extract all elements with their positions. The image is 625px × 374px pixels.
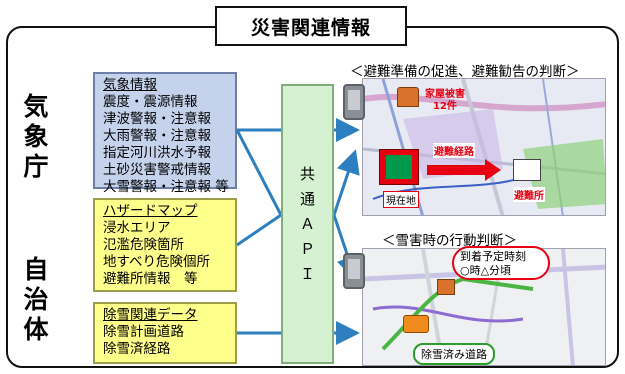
api-char: Ｐ [299, 239, 315, 258]
flow-arrow-icon [332, 149, 360, 216]
weather-info-box: 気象情報 震度・震源情報 津波警報・注意報 大雨警報・注意報 指定河川洪水予報 … [93, 72, 237, 195]
snow-removal-box: 除雪関連データ 除雪計画道路 除雪済経路 [93, 302, 237, 364]
box-item: 大雪警報・注意報 等 [103, 179, 229, 195]
api-char: 共 [299, 164, 315, 183]
box-item: 除雪済経路 [103, 341, 171, 357]
flow-arrow-icon [236, 213, 282, 247]
box-item: 除雪計画道路 [103, 324, 184, 340]
agency-jma-label: 気 象 庁 [20, 92, 52, 182]
map1-caption: ＜避難準備の促進、避難勧告の判断＞ [350, 64, 580, 80]
shelter-label: 避難所 [513, 187, 545, 202]
box-header: ハザードマップ [103, 203, 198, 219]
shelter-icon [513, 159, 541, 181]
phone-icon [343, 84, 365, 120]
diagram-title: 災害関連情報 [215, 6, 407, 46]
snowplow-icon [403, 315, 429, 333]
api-char: Ａ [299, 214, 315, 233]
box-item: 地すべり危険個所 [103, 254, 211, 270]
phone-icon [343, 253, 365, 289]
agency-char: 体 [23, 315, 49, 344]
box-item: 津波警報・注意報 [103, 111, 211, 127]
callout-line: ○時△分頃 [460, 264, 512, 277]
box-header: 除雪関連データ [103, 307, 198, 323]
box-item: 土砂災害警戒情報 [103, 162, 211, 178]
agency-char: 自 [23, 255, 49, 284]
common-api-bar: 共 通 Ａ Ｐ Ｉ [281, 84, 334, 364]
agency-char: 気 [23, 92, 49, 121]
box-item: 浸水エリア [103, 220, 171, 236]
agency-char: 庁 [23, 152, 49, 181]
api-char: 通 [299, 189, 315, 208]
box-item: 震度・震源情報 [103, 94, 198, 110]
callout-line: 到着予定時刻 [460, 250, 526, 263]
box-item: 大雨警報・注意報 [103, 128, 211, 144]
agency-municipality-label: 自 治 体 [20, 255, 52, 345]
box-header: 気象情報 [103, 77, 157, 93]
box-item: 氾濫危険箇所 [103, 237, 184, 253]
exit-sign-icon [379, 149, 419, 185]
agency-char: 治 [23, 285, 49, 314]
arrival-time-callout: 到着予定時刻 ○時△分頃 [452, 246, 550, 280]
current-location-label: 現在地 [383, 191, 419, 208]
box-item: 避難所情報 等 [103, 271, 198, 287]
map2-caption: ＜雪害時の行動判断＞ [382, 233, 517, 249]
route-arrow-shaft [427, 165, 487, 175]
house-damage-label: 家屋被害 [425, 89, 465, 100]
api-char: Ｉ [299, 264, 315, 283]
evacuation-route-label: 避難経路 [433, 143, 475, 158]
evacuation-map: 家屋被害 12件 現在地 避難経路 避難所 [362, 78, 606, 216]
house-damage-count: 12件 [433, 101, 457, 112]
route-arrow-head [485, 159, 501, 181]
house-icon [437, 279, 455, 295]
hazard-map-box: ハザードマップ 浸水エリア 氾濫危険箇所 地すべり危険個所 避難所情報 等 [93, 198, 237, 292]
agency-char: 象 [23, 122, 49, 151]
house-icon [397, 87, 419, 107]
box-item: 指定河川洪水予報 [103, 145, 211, 161]
cleared-road-label: 除雪済み道路 [413, 343, 495, 365]
flow-arrow-icon [235, 129, 283, 216]
